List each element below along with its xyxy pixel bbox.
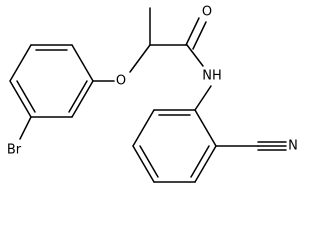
atom-label-ether-oxygen: O [116, 74, 126, 89]
bond-ring1-f [9, 44, 32, 82]
bond-ring2-f [194, 109, 217, 147]
bond-nitrogen-aryl [194, 85, 212, 111]
bond-oxygen-ch [129, 44, 151, 73]
bond-ring2-b [132, 109, 155, 147]
atom-label-nitrile-nitrogen: N [288, 139, 298, 154]
atom-label-bromine: Br [7, 143, 22, 158]
molecule-structure: O NH O Br N [7, 5, 298, 183]
bond-carbonyl-nitrogen [186, 44, 204, 67]
bond-ring1-c-inner [68, 80, 88, 113]
bond-ring1-b [71, 44, 94, 82]
atom-label-nh: NH [202, 69, 222, 84]
bond-ring2-e-inner [190, 145, 210, 178]
molecule-canvas: O NH O Br N [6, 4, 298, 183]
bond-ring2-c-inner [139, 145, 159, 178]
bonds [9, 7, 287, 183]
bond-aryl-bromine [19, 116, 32, 140]
bond-ring2-e [194, 145, 217, 183]
atom-label-carbonyl-oxygen: O [202, 5, 212, 20]
bond-ring1-e [9, 80, 32, 118]
atom-labels: O NH O Br N [7, 5, 298, 158]
bond-carbonyl-oxygen [185, 17, 200, 46]
bond-carbonyl-oxygen-double [192, 21, 207, 50]
bond-ring1-e-inner [16, 80, 36, 113]
bond-ring2-c [132, 145, 155, 183]
bond-ring1-c [71, 80, 94, 118]
